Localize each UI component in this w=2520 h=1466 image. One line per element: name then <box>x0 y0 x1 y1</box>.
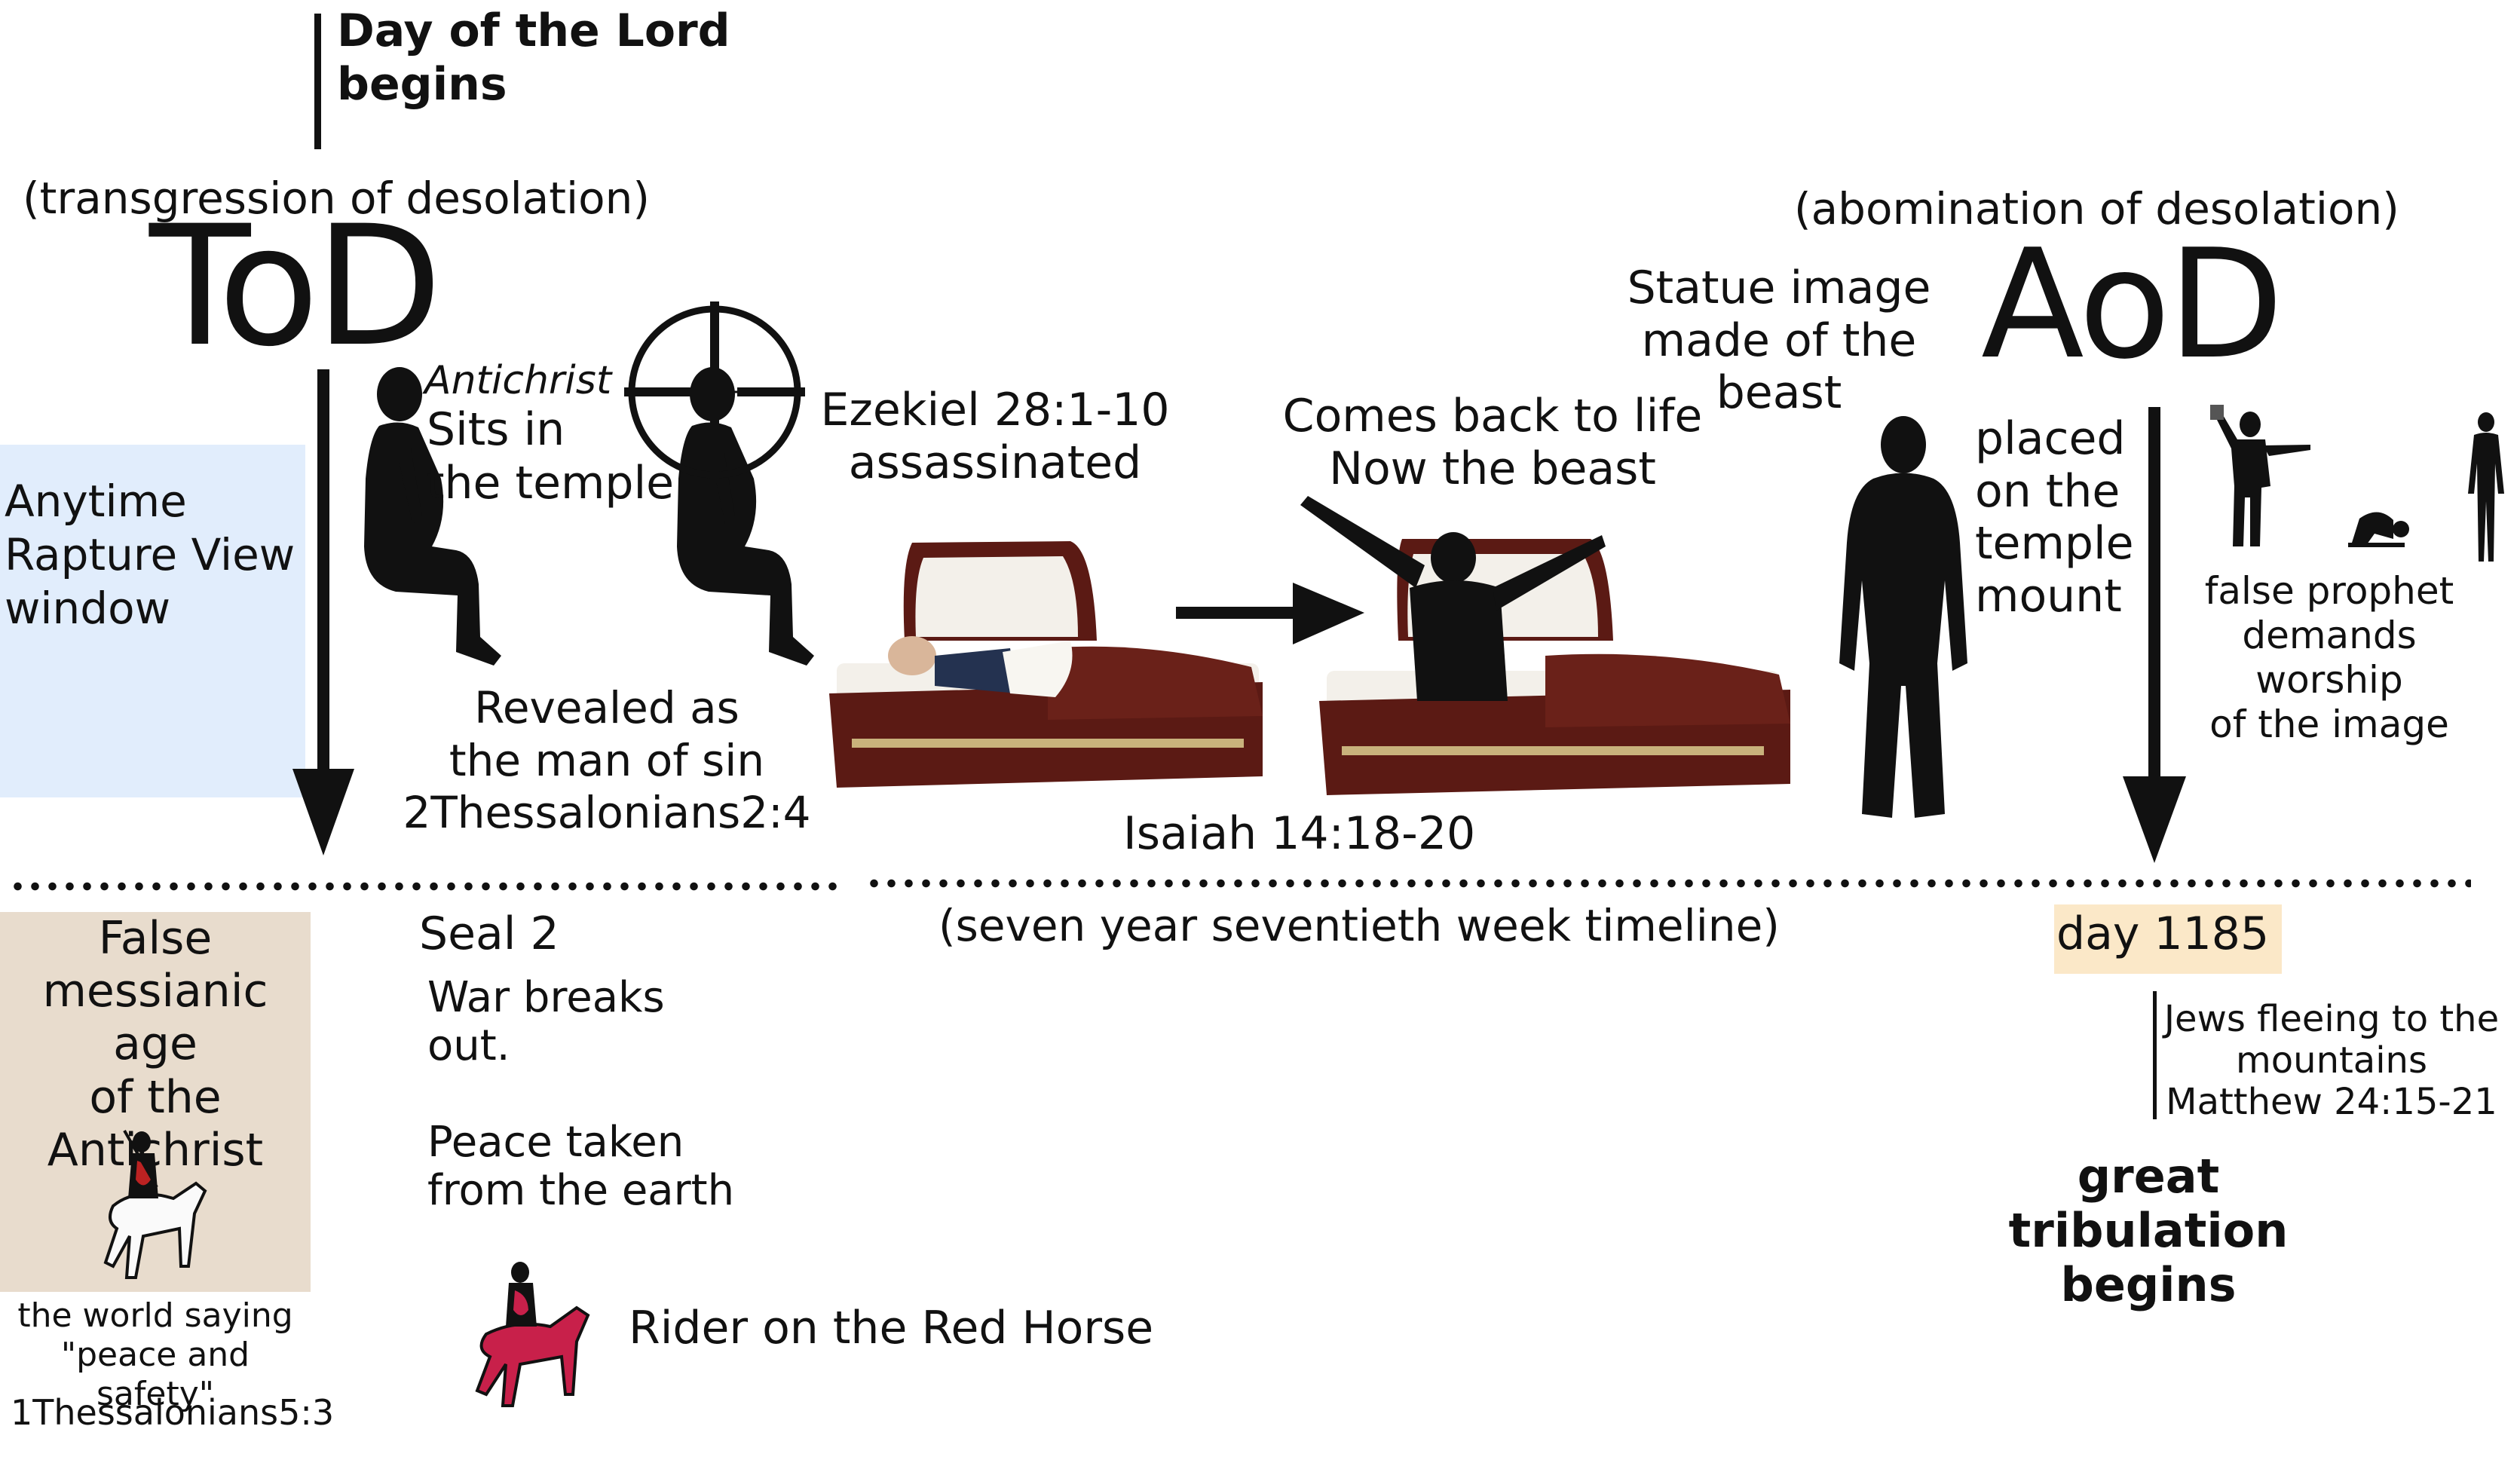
person-silhouette-icon <box>1839 416 1967 818</box>
antichrist-italic-label: Antichrist <box>424 358 612 403</box>
timeline-label: (seven year seventieth week timeline) <box>938 900 1780 951</box>
day-of-lord-marker <box>314 14 321 149</box>
person-silhouette-icon <box>2468 412 2504 562</box>
person-silhouette-icon <box>2210 405 2310 546</box>
tod-title: ToD <box>149 190 442 383</box>
casket-icon <box>829 541 1263 788</box>
world-saying-label: the world saying "peace and safety" <box>17 1296 293 1413</box>
day-of-lord-label: Day of the Lord begins <box>337 5 730 111</box>
ezekiel-label: Ezekiel 28:1-10 assassinated <box>820 384 1170 489</box>
aod-down-arrow <box>2123 407 2186 863</box>
comes-back-label: Comes back to life Now the beast <box>1282 390 1703 495</box>
tod-down-arrow <box>292 369 354 855</box>
red-horse-rider-icon <box>475 1262 590 1407</box>
timeline-dotted-line <box>9 882 838 891</box>
aod-caption: (abomination of desolation) <box>1794 183 2399 234</box>
day-badge: day 1185 <box>2056 907 2270 960</box>
rapture-window-box <box>0 445 305 797</box>
jews-fleeing-label: Jews fleeing to the mountains Matthew 24… <box>2163 998 2500 1124</box>
aod-title: AoD <box>1981 217 2284 393</box>
false-messianic-label: False messianic age of the Antichrist <box>42 912 268 1177</box>
war-label: War breaks out. <box>427 973 665 1071</box>
revealed-man-of-sin-label: Revealed as the man of sin 2Thessalonian… <box>403 682 811 839</box>
seal-label: Seal 2 <box>419 907 559 960</box>
crosshair-icon <box>624 301 805 482</box>
day-badge-box <box>2054 904 2282 974</box>
statue-label: Statue image made of the beast <box>1627 262 1931 420</box>
placed-on-temple-label: placed on the temple mount <box>1975 412 2134 623</box>
thess-ref-label: 1Thessalonians5:3 <box>11 1392 335 1433</box>
arrow-right-icon <box>1176 583 1364 644</box>
casket-icon <box>1300 496 1790 795</box>
person-silhouette-icon <box>2348 512 2409 547</box>
rapture-window-label: Anytime Rapture View window <box>5 476 295 634</box>
rider-red-horse-label: Rider on the Red Horse <box>629 1302 1154 1354</box>
isaiah-label: Isaiah 14:18-20 <box>1123 807 1476 860</box>
false-prophet-label: false prophet demands worship of the ima… <box>2204 569 2454 746</box>
white-horse-rider-icon <box>103 1130 207 1279</box>
person-silhouette-icon <box>364 367 501 666</box>
jews-bracket-line <box>2153 991 2157 1119</box>
peace-label: Peace taken from the earth <box>427 1118 735 1216</box>
sits-in-temple-label: Sits in the temple <box>427 403 675 510</box>
timeline-dotted-line <box>865 879 2471 888</box>
great-tribulation-label: great tribulation begins <box>2008 1149 2289 1312</box>
tod-caption: (transgression of desolation) <box>23 173 650 224</box>
